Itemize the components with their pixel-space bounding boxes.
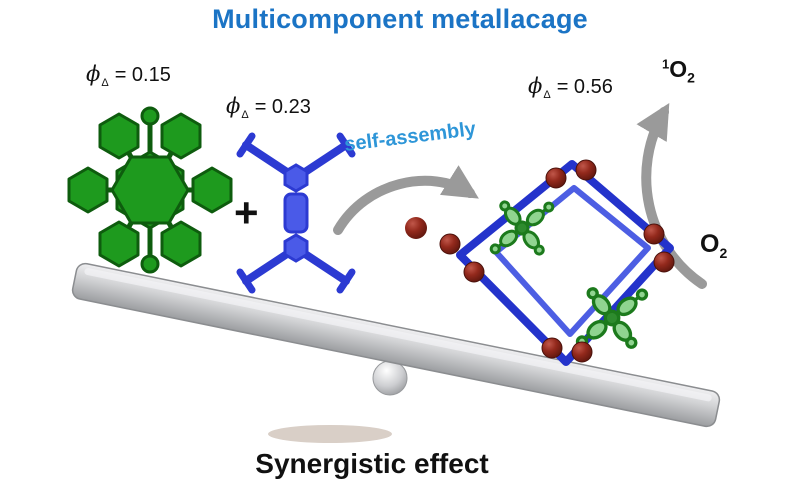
oxygen-symbol: O	[669, 56, 688, 82]
delta-subscript: Δ	[241, 109, 249, 121]
oxygen-label: O2	[700, 230, 727, 261]
cage-green-panel	[489, 200, 555, 256]
outer-hexagon	[160, 112, 202, 160]
arm-end-cap	[236, 268, 256, 294]
metal-corner-sphere	[541, 337, 563, 359]
metal-corner-sphere	[653, 251, 675, 273]
seesaw-plank	[71, 262, 721, 428]
metal-corner-sphere	[571, 341, 593, 363]
outer-hexagon	[160, 220, 202, 268]
ligand-node	[283, 163, 309, 193]
oxygen-conversion-arrow	[636, 102, 707, 289]
blue-tetratopic-ligand	[236, 132, 356, 294]
outer-hexagon	[67, 166, 109, 214]
delta-subscript: Δ	[101, 77, 109, 89]
arm-end-cap	[236, 132, 256, 158]
phi-symbol: ϕ	[86, 62, 101, 86]
cage-blue-edges	[456, 160, 674, 366]
self-assembly-arrow	[333, 165, 479, 235]
metal-corner-sphere	[643, 223, 665, 245]
phi-symbol: ϕ	[226, 94, 241, 118]
metal-corner-sphere	[575, 159, 597, 181]
caption: Synergistic effect	[255, 448, 489, 479]
outer-hexagon	[98, 112, 140, 160]
metallacage	[439, 159, 675, 366]
cage-green-panel	[575, 287, 649, 349]
ligand-core	[283, 192, 309, 234]
arm-end-cap	[336, 132, 356, 158]
green-photosensitizer-molecule	[67, 106, 233, 274]
phi-value: = 0.15	[114, 64, 171, 86]
ligand-node	[283, 233, 309, 263]
outer-hexagon	[191, 166, 233, 214]
bottom-substituent	[140, 254, 160, 274]
subscript-two: 2	[719, 245, 728, 261]
arm-end-cap	[336, 268, 356, 294]
plus-sign: +	[234, 189, 259, 236]
phi-symbol: ϕ	[528, 74, 543, 98]
singlet-oxygen-label: 1O2	[662, 56, 695, 86]
pivot-ball	[372, 360, 408, 396]
superscript-one: 1	[662, 56, 670, 72]
quantum-yield-label-blue: ϕΔ = 0.23	[226, 94, 311, 121]
outer-hexagon	[98, 220, 140, 268]
red-guest-sphere	[405, 217, 427, 239]
quantum-yield-label-green: ϕΔ = 0.15	[86, 62, 171, 89]
cage-metal-corner-spheres	[439, 159, 675, 363]
core-ring	[110, 155, 190, 225]
metal-corner-sphere	[545, 167, 567, 189]
pivot-shadow	[268, 425, 392, 443]
subscript-two: 2	[687, 69, 695, 86]
oxygen-symbol: O	[700, 230, 720, 258]
quantum-yield-label-cage: ϕΔ = 0.56	[528, 74, 613, 101]
phi-value: = 0.56	[556, 76, 613, 98]
delta-subscript: Δ	[543, 89, 551, 101]
phi-value: = 0.23	[254, 96, 311, 118]
metal-corner-sphere	[463, 261, 485, 283]
metal-corner-sphere	[439, 233, 461, 255]
figure-title: Multicomponent metallacage	[212, 4, 588, 34]
top-substituent	[140, 106, 160, 126]
